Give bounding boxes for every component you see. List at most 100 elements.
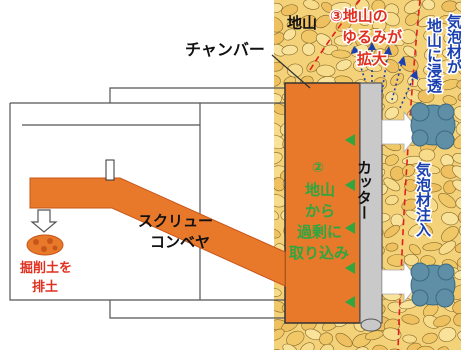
discharge-arrow	[30, 209, 58, 233]
conveyor-gate	[105, 159, 115, 181]
ground-stone	[383, 224, 400, 238]
infiltration-label: 地山に浸透	[425, 17, 443, 94]
ground-stone	[302, 42, 316, 56]
ground-stone	[274, 228, 281, 239]
ground-stone	[383, 11, 400, 27]
ground-stone	[441, 226, 459, 243]
ground-stone	[274, 209, 280, 221]
ground-stone	[385, 242, 399, 252]
ground-stone	[452, 179, 461, 192]
ground-stone	[383, 177, 401, 192]
ground-stone	[402, 164, 416, 177]
ground-stone	[433, 315, 451, 328]
ground-stone	[372, 344, 389, 350]
ground-stone	[335, 332, 353, 348]
ground-stone	[441, 211, 459, 226]
ground-stone	[452, 165, 461, 181]
ground-stone	[385, 195, 399, 206]
ground-stone	[458, 210, 461, 226]
ground-stone	[403, 45, 418, 58]
loosening-label-3: 拡大	[357, 50, 387, 68]
ground-stone	[330, 2, 352, 13]
ground-stone	[455, 1, 461, 13]
ground-stone	[450, 45, 461, 59]
ground-stone	[319, 343, 335, 350]
ground-stone	[401, 314, 420, 325]
ground-stone	[274, 328, 285, 341]
ground-stone	[274, 287, 282, 297]
intake-arrows	[345, 134, 355, 308]
screw-conveyor-label-2: コンベヤ	[150, 233, 210, 251]
ground-stone	[367, 28, 388, 41]
screw-conveyor-label-1: スクリュー	[138, 212, 213, 230]
chamber-label: チャンバー	[185, 40, 265, 59]
ground-stone	[417, 89, 435, 103]
ground-stone	[418, 148, 436, 162]
ground-stone	[406, 342, 422, 350]
discharge-label-1: 掘削土を	[20, 260, 72, 276]
chamber-leader-line	[271, 54, 311, 89]
ground-stone	[453, 106, 461, 121]
ground-stone	[422, 0, 436, 11]
ground-stone	[419, 224, 433, 237]
ground-stone	[457, 331, 461, 343]
ground-stone	[423, 65, 436, 76]
loosened-zone-boundary-right	[397, 0, 421, 350]
ground-stone	[423, 29, 438, 42]
foam-injection-arrows	[381, 110, 421, 304]
ground-stone	[355, 0, 370, 14]
ground-stone	[331, 49, 351, 59]
infiltration-partial-label: 気泡材が	[445, 13, 461, 74]
ground-stone	[454, 269, 461, 281]
foam-injection-label: 気泡材注入	[414, 161, 432, 237]
cutter-bottom-wheel	[360, 318, 382, 332]
ground-stone	[457, 91, 461, 102]
ground-stone	[404, 0, 422, 14]
ground-stone	[421, 196, 439, 213]
excess-intake-line-1: 地山	[305, 181, 335, 199]
machine-outline	[9, 87, 285, 319]
ground-stone	[333, 35, 354, 47]
ground-stone	[384, 59, 400, 74]
ground-stone	[274, 16, 284, 33]
ground-stone	[452, 153, 461, 164]
loosening-label-2: ゆるみが	[342, 28, 403, 46]
ground-stone	[373, 48, 389, 63]
ground-stone	[384, 106, 399, 120]
step2-marker: ②	[312, 160, 324, 176]
ground-stone	[335, 18, 352, 32]
ground-stone	[282, 343, 298, 350]
ground-stone	[365, 62, 383, 72]
loosening-arrows	[355, 48, 415, 109]
ground-stone	[453, 133, 461, 149]
screw-conveyor	[29, 177, 286, 287]
ground-stone	[454, 242, 461, 253]
ground-stone	[418, 212, 432, 225]
ground-stone	[274, 74, 281, 87]
ground-stone	[299, 342, 315, 350]
chamber-block	[284, 82, 361, 324]
ground-stone	[415, 345, 435, 350]
ground-stone	[421, 183, 442, 193]
ground-stone	[451, 17, 461, 31]
ground-stone	[286, 330, 305, 347]
ground-stone	[385, 91, 399, 104]
ground-stone	[400, 29, 417, 44]
ground-stone	[286, 63, 304, 78]
ground-stone	[283, 28, 297, 41]
ground-stone	[298, 14, 317, 29]
ground-stone	[274, 122, 284, 138]
ground-stone	[357, 15, 371, 26]
ground-stone	[303, 0, 320, 10]
discharge-label-2: 排土	[32, 279, 58, 295]
ground-stone	[438, 240, 456, 255]
foam-blobs	[410, 102, 456, 308]
ground-stone	[384, 154, 399, 166]
ground-stone	[422, 332, 438, 344]
ground-stone	[335, 59, 352, 71]
ground-stone	[403, 253, 419, 266]
ground-label: 地山	[287, 14, 317, 32]
ground-stone	[424, 47, 439, 61]
ground-stone	[281, 4, 299, 17]
